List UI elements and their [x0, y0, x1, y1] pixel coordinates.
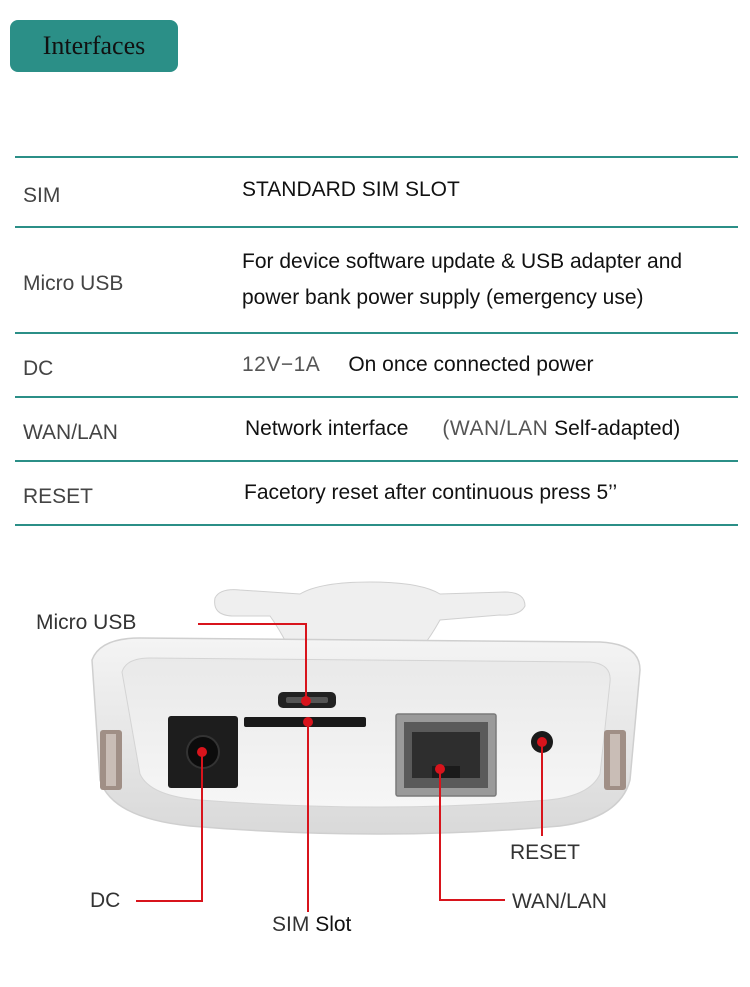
- spec-name: Micro USB: [15, 226, 228, 334]
- spec-row-dc: DC 12V−1A On once connected power: [15, 332, 738, 398]
- callout-label-dc: DC: [90, 889, 121, 912]
- spec-rating: 12V−1A: [242, 353, 321, 376]
- dc-dot: [197, 747, 207, 757]
- wan-lan-callout-line: [439, 772, 505, 901]
- section-title: Interfaces: [42, 31, 146, 60]
- mount-bracket: [214, 581, 526, 651]
- spec-desc-line: For device software update & USB adapter…: [242, 250, 683, 273]
- right-clip-highlight: [610, 734, 620, 786]
- micro-usb-dot: [301, 696, 311, 706]
- spec-row-sim: SIM STANDARD SIM SLOT: [15, 156, 738, 228]
- callout-lines: [136, 623, 543, 912]
- callout-label-sim-slot: SIM Slot: [272, 913, 351, 937]
- spec-desc-text: On once connected power: [348, 353, 594, 376]
- spec-note-prefix: (WAN/LAN: [442, 417, 549, 440]
- callout-label-sim-prefix: SIM: [272, 913, 310, 936]
- spec-desc-text: Network interface: [245, 417, 409, 440]
- dc-callout-line: [136, 750, 203, 902]
- spec-name: RESET: [15, 460, 228, 526]
- interfaces-spec-table: SIM STANDARD SIM SLOT Micro USB For devi…: [15, 156, 738, 526]
- spec-note-suffix: Self-adapted): [554, 417, 681, 440]
- callout-label-micro-usb: Micro USB: [36, 611, 137, 634]
- spec-desc: 12V−1A On once connected power: [228, 332, 738, 398]
- device-illustration: [91, 581, 641, 912]
- spec-name: SIM: [15, 156, 228, 228]
- spec-row-wan-lan: WAN/LAN Network interface (WAN/LAN Self-a…: [15, 396, 738, 462]
- callout-label-sim-suffix: Slot: [315, 913, 352, 936]
- spec-desc: STANDARD SIM SLOT: [228, 156, 738, 228]
- reset-dot: [537, 737, 547, 747]
- spec-desc: For device software update & USB adapter…: [228, 226, 738, 334]
- spec-desc: Network interface (WAN/LAN Self-adapted): [228, 396, 738, 462]
- spec-name: DC: [15, 332, 228, 398]
- callout-label-reset: RESET: [510, 841, 581, 864]
- spec-row-reset: RESET Facetory reset after continuous pr…: [15, 460, 738, 526]
- spec-name: WAN/LAN: [15, 396, 228, 462]
- callout-label-wan-lan: WAN/LAN: [512, 890, 607, 913]
- section-title-badge: Interfaces: [10, 20, 178, 72]
- left-clip-highlight: [106, 734, 116, 786]
- spec-desc-line: power bank power supply (emergency use): [242, 286, 644, 309]
- callout-dots: [197, 696, 547, 774]
- spec-desc: Facetory reset after continuous press 5’…: [228, 460, 738, 526]
- micro-usb-callout-line: [198, 623, 307, 699]
- wan-lan-dot: [435, 764, 445, 774]
- sim-slot-dot: [303, 717, 313, 727]
- spec-row-micro-usb: Micro USB For device software update & U…: [15, 226, 738, 334]
- device-diagram: Micro USB RESET DC WAN/LAN SIM Slot: [0, 560, 750, 982]
